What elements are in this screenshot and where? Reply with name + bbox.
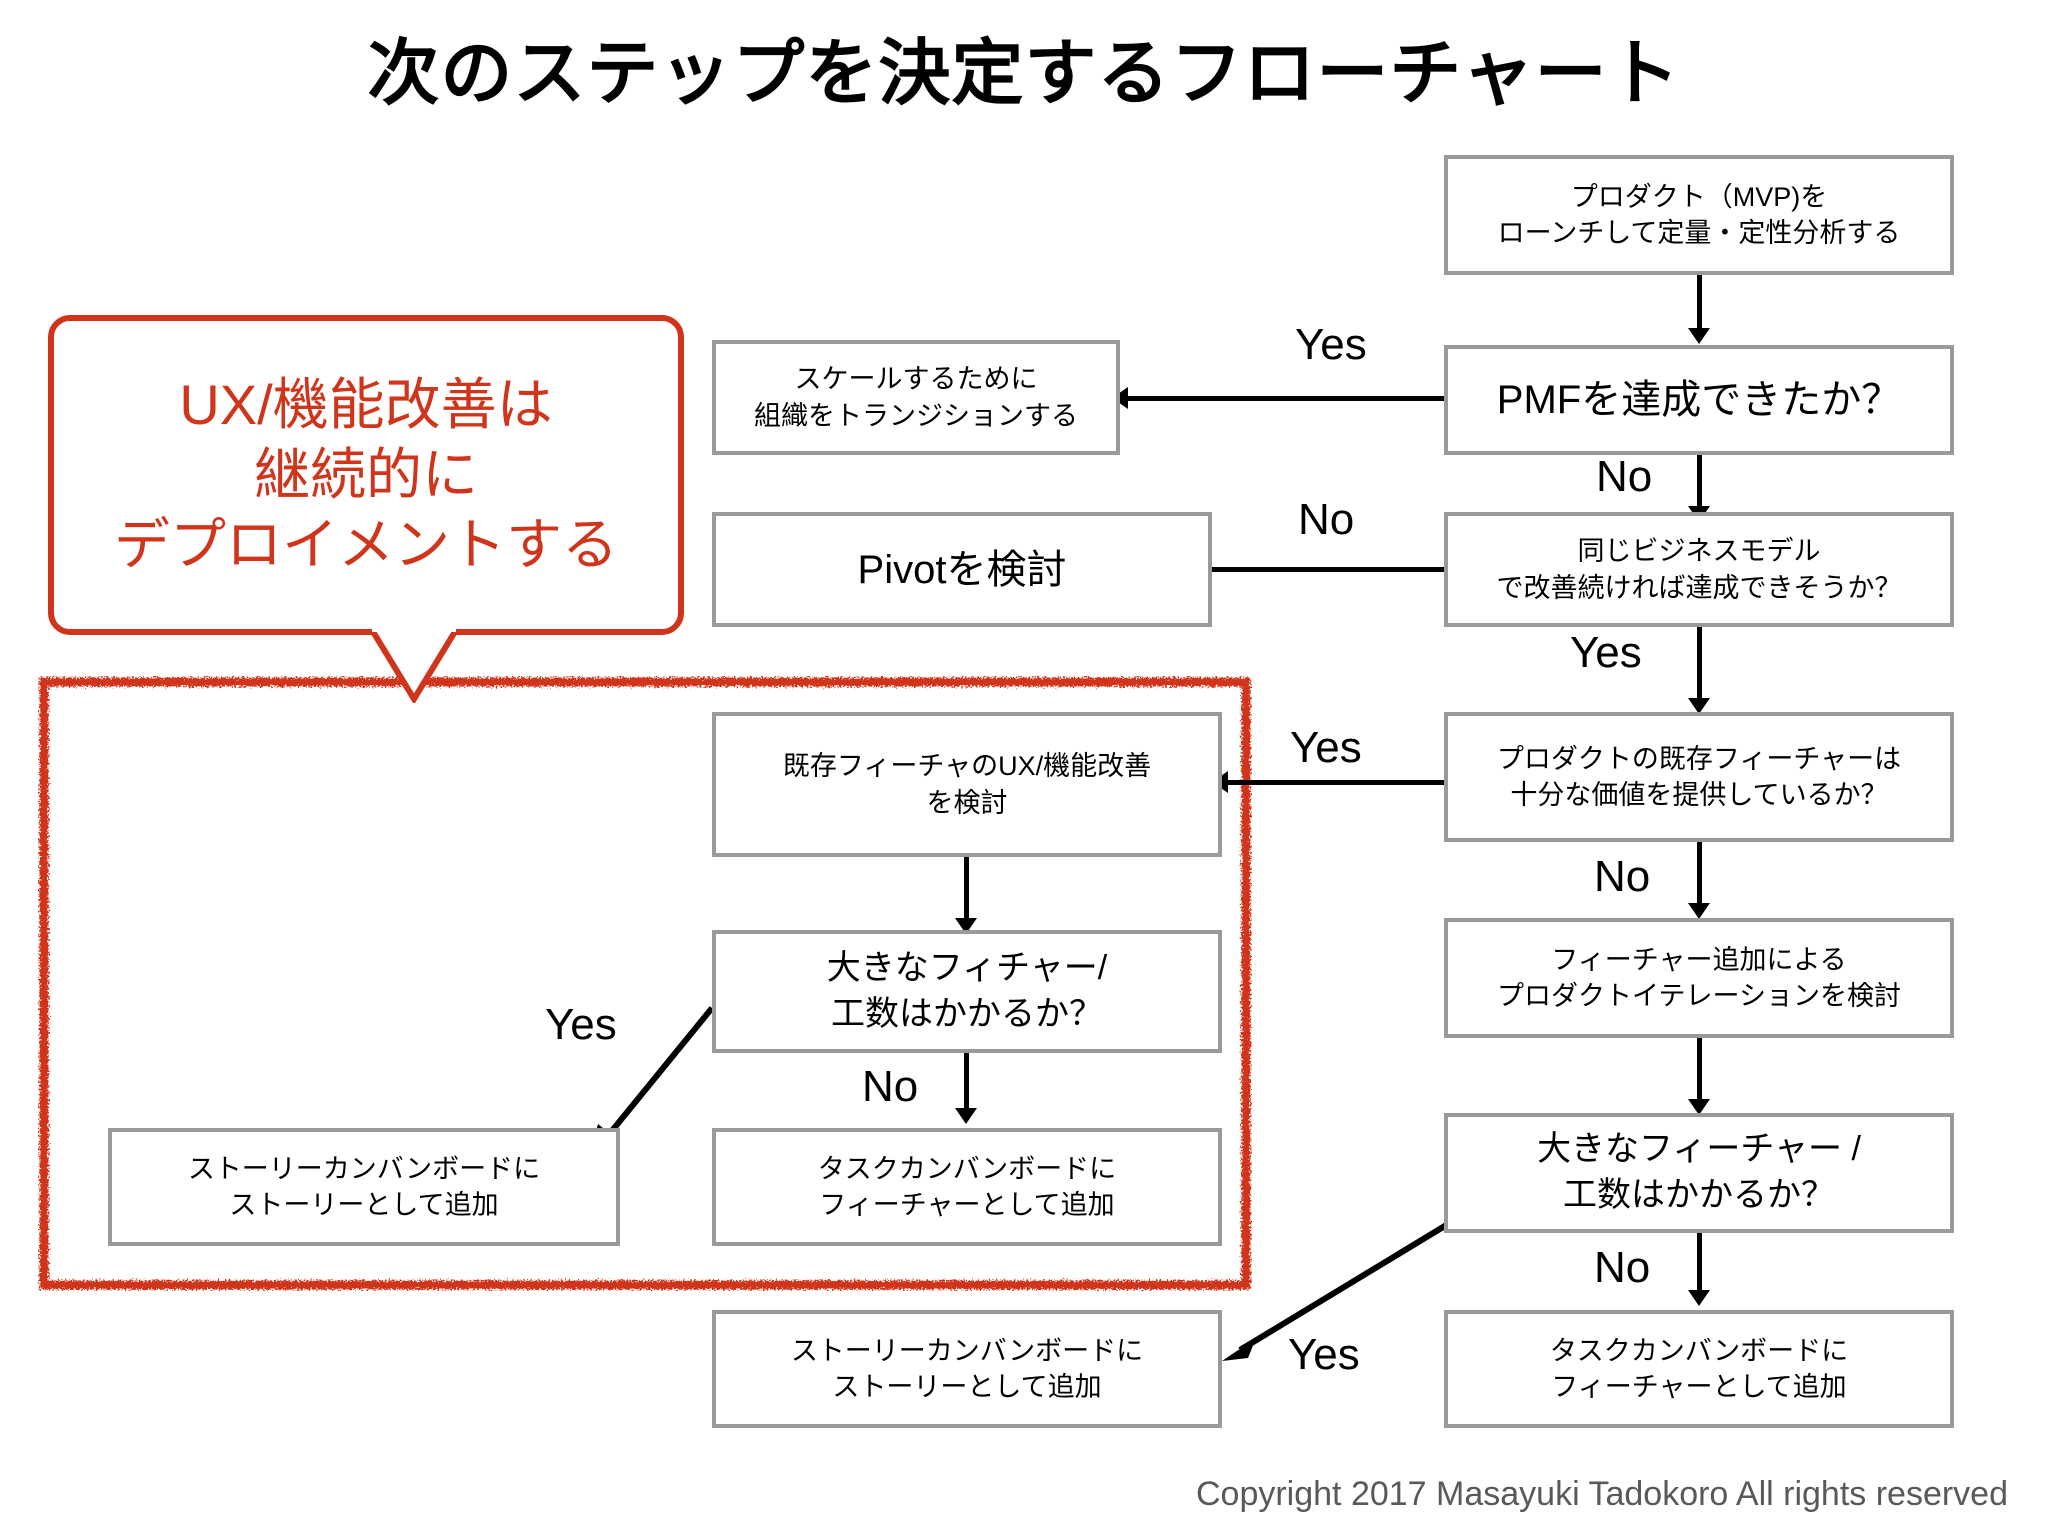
node-story-board-right[interactable]: ストーリーカンバンボードに ストーリーとして追加 — [712, 1310, 1222, 1428]
connector-same-model-to-pivot — [1212, 567, 1446, 572]
connector-iterate-to-big-feature-right — [1697, 1038, 1702, 1106]
page-title: 次のステップを決定するフローチャート — [367, 34, 1681, 114]
node-pivot[interactable]: Pivotを検討 — [712, 512, 1212, 627]
node-scale-transition[interactable]: スケールするために 組織をトランジションする — [712, 340, 1120, 455]
edge-label-same-model-yes: Yes — [1570, 628, 1642, 677]
edge-label-same-model-no: No — [1298, 495, 1355, 544]
node-story-board-left[interactable]: ストーリーカンバンボードに ストーリーとして追加 — [108, 1128, 620, 1246]
edge-label-enough-value-yes: Yes — [1290, 723, 1362, 772]
callout-tail — [369, 622, 460, 705]
connector-launch-to-pmf — [1697, 275, 1702, 335]
edge-label-enough-value-no: No — [1594, 852, 1651, 901]
node-launch-mvp[interactable]: プロダクト（MVP)を ローンチして定量・定性分析する — [1444, 155, 1954, 275]
edge-label-pmf-yes: Yes — [1295, 320, 1367, 369]
edge-label-big-feature-left-no: No — [862, 1062, 919, 1111]
node-feature-iteration[interactable]: フィーチャー追加による プロダクトイテレーションを検討 — [1444, 918, 1954, 1038]
connector-pmf-to-scale — [1120, 396, 1446, 401]
arrowhead-big-feature-right-no — [1688, 1290, 1710, 1306]
edge-label-big-feature-right-no: No — [1594, 1243, 1651, 1292]
node-task-board-left[interactable]: タスクカンバンボードに フィーチャーとして追加 — [712, 1128, 1222, 1246]
node-same-business-model[interactable]: 同じビジネスモデル で改善続ければ達成できそうか？ — [1444, 512, 1954, 627]
node-ux-feature-improvement[interactable]: 既存フィーチャのUX/機能改善 を検討 — [712, 712, 1222, 857]
arrowhead-iterate-to-big-feature-right — [1688, 1099, 1710, 1115]
callout-bubble: UX/機能改善は 継続的に デプロイメントする — [48, 315, 684, 635]
connector-enough-value-to-ux-improve — [1222, 780, 1446, 785]
connector-big-feature-right-no — [1697, 1233, 1702, 1297]
edge-label-big-feature-right-yes: Yes — [1288, 1330, 1360, 1379]
node-big-feature-right[interactable]: 大きなフィーチャー / 工数はかかるか？ — [1444, 1113, 1954, 1233]
arrowhead-enough-value-to-iterate — [1688, 903, 1710, 919]
connector-ux-improve-to-big-feature-left — [964, 857, 969, 925]
connector-pmf-to-same-model — [1697, 455, 1702, 513]
connector-same-model-to-enough-value — [1697, 627, 1702, 705]
node-task-board-right[interactable]: タスクカンバンボードに フィーチャーとして追加 — [1444, 1310, 1954, 1428]
edge-label-big-feature-left-yes: Yes — [545, 1000, 617, 1049]
arrowhead-big-feature-left-no — [955, 1108, 977, 1124]
connector-big-feature-left-no — [964, 1053, 969, 1115]
connector-enough-value-to-iterate — [1697, 842, 1702, 910]
arrowhead-launch-to-pmf — [1688, 328, 1710, 344]
arrowhead-same-model-to-enough-value — [1688, 698, 1710, 714]
node-big-feature-left[interactable]: 大きなフィチャー/ 工数はかかるか？ — [712, 930, 1222, 1053]
node-existing-features-value[interactable]: プロダクトの既存フィーチャーは 十分な価値を提供しているか？ — [1444, 712, 1954, 842]
copyright-notice: Copyright 2017 Masayuki Tadokoro All rig… — [1195, 1475, 2008, 1513]
edge-label-pmf-no: No — [1596, 452, 1653, 501]
connector-big-feature-right-yes — [1222, 1215, 1460, 1361]
node-pmf-achieved[interactable]: PMFを達成できたか？ — [1444, 345, 1954, 455]
